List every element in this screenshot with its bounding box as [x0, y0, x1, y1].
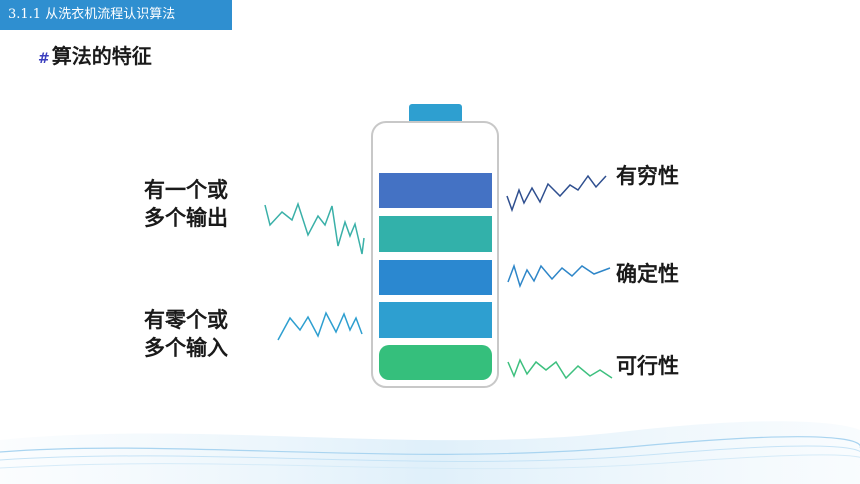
page-title: #算法的特征 — [38, 40, 152, 69]
label-outputs-line2: 多个输出 — [144, 206, 228, 230]
battery-bar-3 — [379, 260, 492, 295]
label-definiteness: 确定性 — [616, 262, 679, 286]
battery-bar-5 — [379, 345, 492, 380]
hash-icon: # — [38, 51, 50, 67]
page-title-text: 算法的特征 — [51, 44, 152, 68]
battery-bar-4 — [379, 302, 492, 338]
zigzag-right-top — [506, 174, 607, 213]
zigzag-left-top — [264, 201, 365, 255]
zigzag-right-bottom — [507, 358, 613, 380]
battery-cap — [409, 104, 462, 124]
label-finiteness: 有穷性 — [616, 164, 679, 188]
label-outputs-line1: 有一个或 — [144, 178, 228, 202]
zigzag-right-middle — [507, 263, 611, 289]
label-inputs-line1: 有零个或 — [144, 308, 228, 332]
label-inputs: 有零个或 多个输入 — [144, 306, 228, 362]
wave-decoration — [0, 421, 860, 484]
label-feasibility: 可行性 — [616, 354, 679, 378]
zigzag-left-bottom — [277, 311, 363, 341]
battery-bar-2 — [379, 216, 492, 252]
section-tag: 3.1.1 从洗衣机流程认识算法 — [0, 0, 232, 30]
label-outputs: 有一个或 多个输出 — [144, 176, 228, 232]
battery-bar-1 — [379, 173, 492, 208]
battery — [371, 104, 499, 388]
label-inputs-line2: 多个输入 — [144, 336, 228, 360]
